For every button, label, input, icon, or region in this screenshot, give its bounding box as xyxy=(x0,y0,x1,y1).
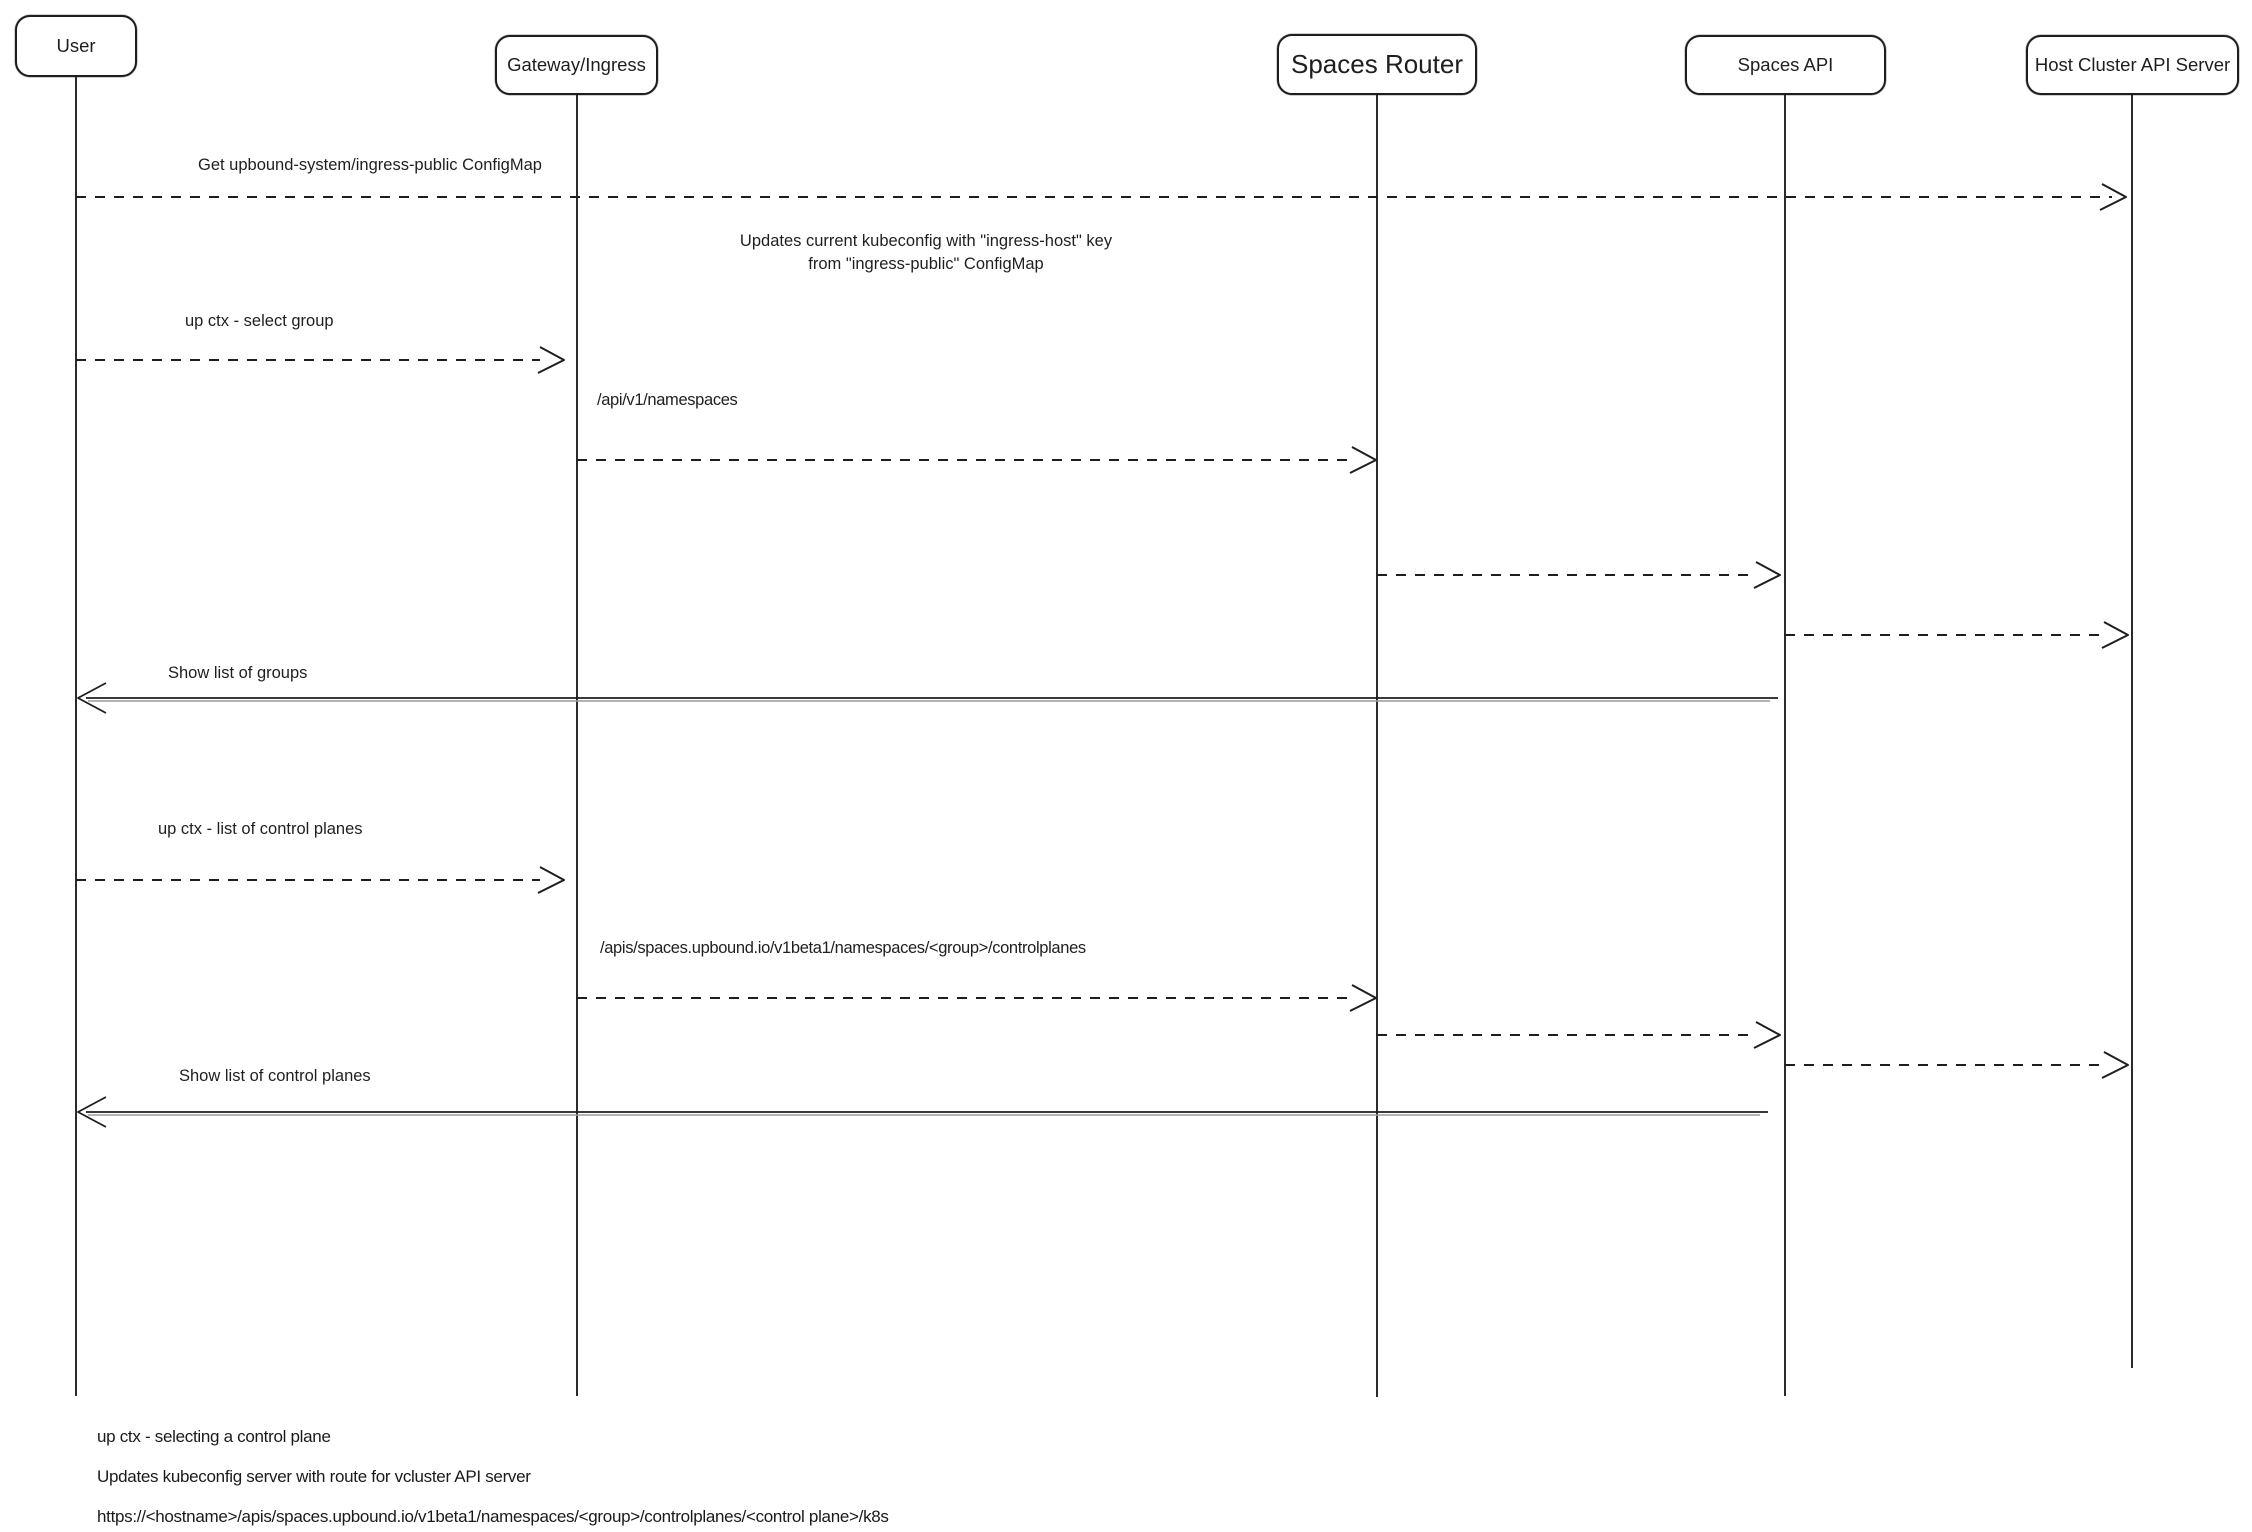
arrow-router-to-api-1 xyxy=(1377,561,1781,589)
footer-note-controlplane-url: https://<hostname>/apis/spaces.upbound.i… xyxy=(97,1507,889,1526)
note-updates-kubeconfig: Updates current kubeconfig with "ingress… xyxy=(739,232,1113,273)
arrow-select-group xyxy=(76,346,565,374)
actor-host-cluster-api-server-label: Host Cluster API Server xyxy=(2034,54,2231,75)
arrow-api-to-host-1 xyxy=(1785,621,2129,649)
actor-gateway-ingress: Gateway/Ingress xyxy=(495,35,658,95)
message-label-show-groups: Show list of groups xyxy=(168,664,308,682)
actor-gateway-ingress-label: Gateway/Ingress xyxy=(507,54,646,75)
arrow-api-namespaces xyxy=(577,446,1377,474)
arrow-api-to-host-2 xyxy=(1785,1051,2129,1079)
actor-spaces-api-label: Spaces API xyxy=(1737,54,1834,75)
footer-note-updates-kubeconfig-route: Updates kubeconfig server with route for… xyxy=(97,1467,531,1486)
message-label-list-control-planes: up ctx - list of control planes xyxy=(158,820,363,838)
message-label-api-namespaces: /api/v1/namespaces xyxy=(597,391,738,409)
actor-spaces-router-label: Spaces Router xyxy=(1291,49,1463,79)
actor-user-label: User xyxy=(56,35,96,56)
arrow-show-control-planes xyxy=(77,1096,1768,1128)
message-label-get-configmap: Get upbound-system/ingress-public Config… xyxy=(198,156,542,174)
arrow-list-control-planes xyxy=(76,866,565,894)
arrow-apis-controlplanes xyxy=(577,984,1377,1012)
arrow-router-to-api-2 xyxy=(1377,1021,1781,1049)
arrow-show-groups xyxy=(77,682,1778,714)
footer-note-selecting-control-plane: up ctx - selecting a control plane xyxy=(97,1427,331,1446)
actor-spaces-router: Spaces Router xyxy=(1277,34,1477,95)
message-label-show-control-planes: Show list of control planes xyxy=(179,1067,371,1085)
message-label-select-group: up ctx - select group xyxy=(185,312,334,330)
actor-user: User xyxy=(15,15,137,77)
message-label-apis-controlplanes: /apis/spaces.upbound.io/v1beta1/namespac… xyxy=(600,939,1086,957)
arrow-get-configmap xyxy=(76,183,2127,211)
actor-spaces-api: Spaces API xyxy=(1685,35,1886,95)
actor-host-cluster-api-server: Host Cluster API Server xyxy=(2026,35,2239,95)
